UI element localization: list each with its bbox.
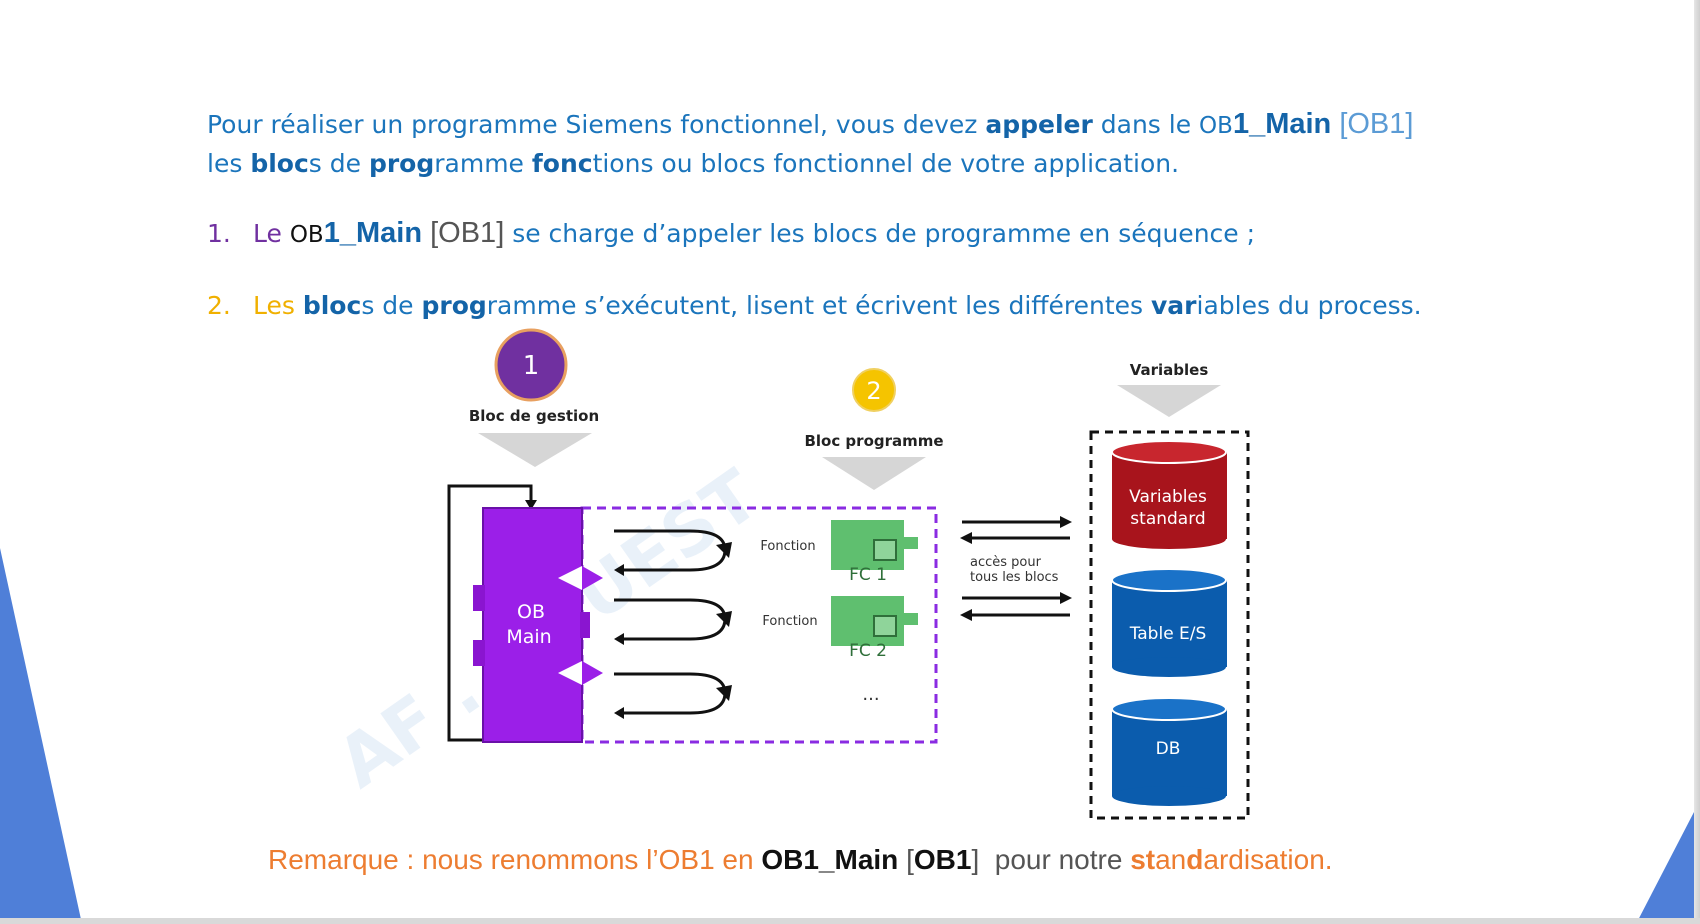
intro-text: s de	[308, 149, 369, 178]
badge-2-circle	[852, 368, 896, 412]
intro-ob-name: OB1_Main	[1199, 108, 1332, 140]
bloc-programme-label: Bloc programme	[804, 432, 943, 450]
remark-text: Remarque : nous renommons l’OB1 en	[268, 844, 762, 875]
ob-main-connector	[473, 585, 485, 611]
item2-keyword-bloc: bloc	[302, 291, 362, 320]
intro-text: dans le	[1092, 110, 1200, 139]
return-arrow	[618, 692, 727, 715]
ob-main-block	[482, 507, 583, 743]
item1-ob-name: OB1_Main	[289, 217, 423, 249]
badge-1-label: 1	[523, 351, 540, 381]
table-es-db	[1111, 568, 1227, 677]
call-arrow	[614, 672, 727, 694]
intro-keyword-fonc: fonc	[531, 149, 593, 178]
fc2-port	[873, 615, 897, 637]
access-label-1: accès pour	[970, 555, 1042, 570]
badge-2-label: 2	[866, 377, 881, 405]
intro-text: ramme	[434, 149, 532, 178]
ob-main-label-1: OB	[517, 601, 545, 623]
fonction-label-2: Fonction	[762, 614, 817, 629]
ob-main-notch	[582, 661, 603, 685]
remark-bracket: [	[898, 844, 914, 875]
remark-emphasis: d	[1186, 844, 1204, 875]
ob-main-label-2: Main	[506, 626, 551, 648]
remark-line: Remarque : nous renommons l’OB1 en OB1_M…	[268, 844, 1333, 876]
right-corner-triangle	[1636, 812, 1694, 924]
ob-main-connector	[580, 612, 590, 638]
remark-ob-name: OB1_Main	[761, 844, 899, 875]
ob-main-notch	[558, 661, 582, 685]
db3-label: DB	[1156, 739, 1181, 759]
fc1-port	[873, 539, 897, 561]
list-text: se charge d’appeler les blocs de program…	[504, 219, 1256, 248]
remark-text: ] pour notre	[971, 844, 1131, 875]
intro-ob-bracket: [OB1]	[1331, 108, 1414, 140]
intro-keyword-appeler: appeler	[985, 110, 1093, 139]
bloc-gestion-label: Bloc de gestion	[469, 407, 599, 425]
list-number: 2.	[207, 291, 231, 320]
variables-pointer	[1117, 385, 1221, 417]
badge-1-circle	[494, 328, 568, 402]
remark-ob1: OB1	[913, 844, 972, 875]
list-text: iables du process.	[1196, 291, 1422, 320]
fc1-connector	[902, 537, 918, 549]
db2-label: Table E/S	[1129, 624, 1207, 644]
remark-text: an	[1155, 844, 1187, 875]
ob-main-connector	[473, 640, 485, 666]
item2-keyword-prog: prog	[421, 291, 487, 320]
list-text: s de	[361, 291, 422, 320]
db-storage	[1111, 697, 1227, 806]
call-arrowheads	[614, 542, 732, 719]
item1-ob-bracket: [OB1]	[422, 217, 505, 249]
list-text: Le	[253, 219, 290, 248]
cycle-loop-arrowhead	[525, 500, 537, 510]
variables-title: Variables	[1130, 361, 1209, 379]
db1-label-2: standard	[1130, 509, 1205, 529]
list-item-2: 2. Les blocs de programme s’exécutent, li…	[207, 287, 1507, 324]
intro-keyword-prog: prog	[368, 149, 435, 178]
bloc-programme-pointer	[822, 457, 926, 490]
return-arrow	[618, 618, 727, 641]
fc1-label: FC 1	[849, 565, 887, 585]
variables-area	[1089, 430, 1250, 820]
slide-right-edge	[1694, 0, 1700, 924]
list-text: ramme s’exécutent, lisent et écrivent le…	[486, 291, 1152, 320]
fc2-label: FC 2	[849, 641, 887, 661]
access-arrows	[962, 520, 1070, 617]
intro-text: Pour réaliser un programme Siemens fonct…	[207, 110, 986, 139]
remark-text: ardisation.	[1203, 844, 1333, 875]
slide-bottom-edge	[0, 918, 1700, 924]
variables-standard-db	[1111, 440, 1227, 549]
intro-keyword-bloc: bloc	[250, 149, 309, 178]
more-functions-ellipsis: ...	[862, 684, 879, 705]
list-item-1: 1. Le OB1_Main [OB1] se charge d’appeler …	[207, 215, 1507, 254]
intro-text: les	[207, 149, 251, 178]
return-arrow	[618, 549, 727, 572]
fonction-label-1: Fonction	[760, 539, 815, 554]
cycle-loop-line	[447, 484, 533, 742]
list-text: Les	[253, 291, 303, 320]
remark-emphasis: st	[1130, 844, 1156, 875]
db1-label-1: Variables	[1129, 487, 1207, 507]
ob-main-notch	[582, 566, 603, 590]
bloc-gestion-pointer	[478, 433, 592, 467]
left-corner-triangle	[0, 548, 82, 924]
item2-keyword-var: var	[1151, 291, 1197, 320]
intro-text: tions ou blocs fonctionnel de votre appl…	[592, 149, 1180, 178]
ob-main-notch	[558, 566, 582, 590]
list-number: 1.	[207, 219, 231, 248]
access-arrowheads	[960, 516, 1072, 621]
fc2-connector	[902, 613, 918, 625]
intro-paragraph: Pour réaliser un programme Siemens fonct…	[207, 106, 1507, 182]
access-label-2: tous les blocs	[970, 570, 1059, 585]
